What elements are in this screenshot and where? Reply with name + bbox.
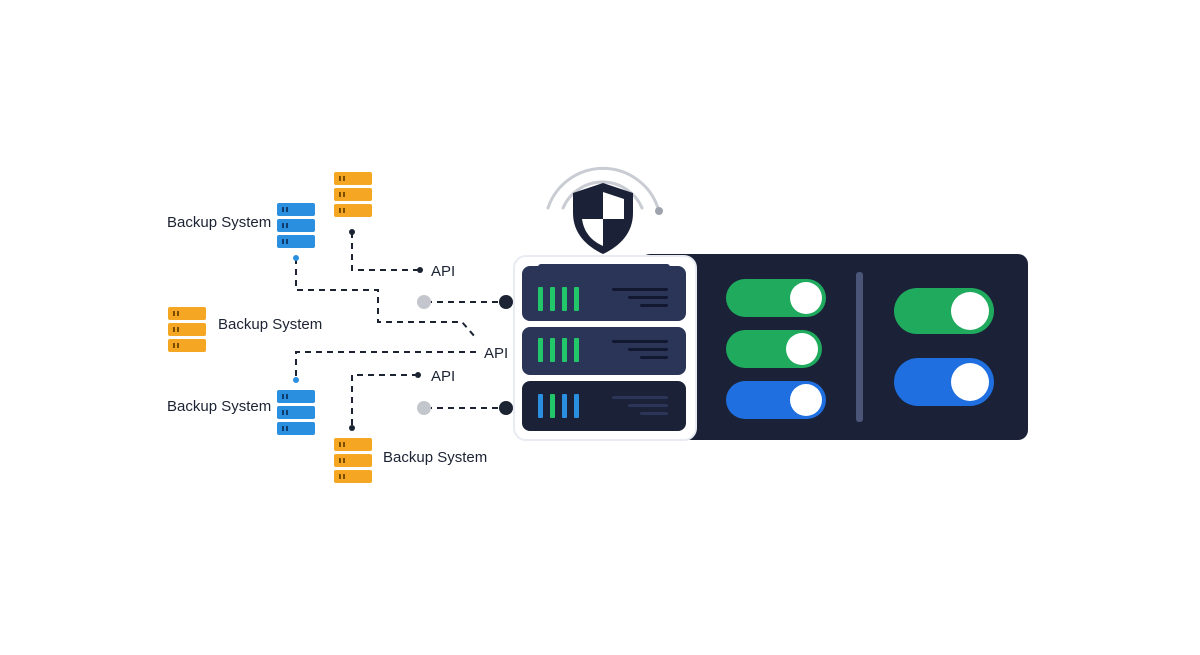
api-label-3: API <box>431 368 455 385</box>
database-icon <box>334 172 372 217</box>
connector-lines <box>295 232 506 428</box>
toggle-1[interactable] <box>726 279 826 317</box>
api-label-2: API <box>484 345 508 362</box>
connector-dot <box>417 267 423 273</box>
database-icon <box>334 438 372 483</box>
connector-dot <box>293 377 299 383</box>
port-dark <box>499 295 513 309</box>
backup-system-label-2: Backup System <box>218 316 322 333</box>
connector-dot <box>293 255 299 261</box>
port-gray <box>417 295 431 309</box>
server-unit-3 <box>522 381 686 431</box>
backup-system-label-4: Backup System <box>383 449 487 466</box>
backup-system-label-3: Backup System <box>167 398 271 415</box>
toggle-3[interactable] <box>726 381 826 419</box>
server-unit-1 <box>522 266 686 321</box>
backup-system-label-1: Backup System <box>167 214 271 231</box>
database-icon <box>168 307 206 352</box>
connector-dot <box>349 229 355 235</box>
database-icon <box>277 203 315 248</box>
toggle-5[interactable] <box>894 358 994 406</box>
database-icon <box>277 390 315 435</box>
toggle-2[interactable] <box>726 330 822 368</box>
connector-dot <box>415 372 421 378</box>
shield-icon <box>546 166 663 254</box>
panel-divider <box>856 272 863 422</box>
connector-dot <box>349 425 355 431</box>
toggle-4[interactable] <box>894 288 994 334</box>
api-label-1: API <box>431 263 455 280</box>
port-gray <box>417 401 431 415</box>
server-stack-icon <box>513 255 697 441</box>
toggle-panel <box>640 254 1028 440</box>
port-dark <box>499 401 513 415</box>
